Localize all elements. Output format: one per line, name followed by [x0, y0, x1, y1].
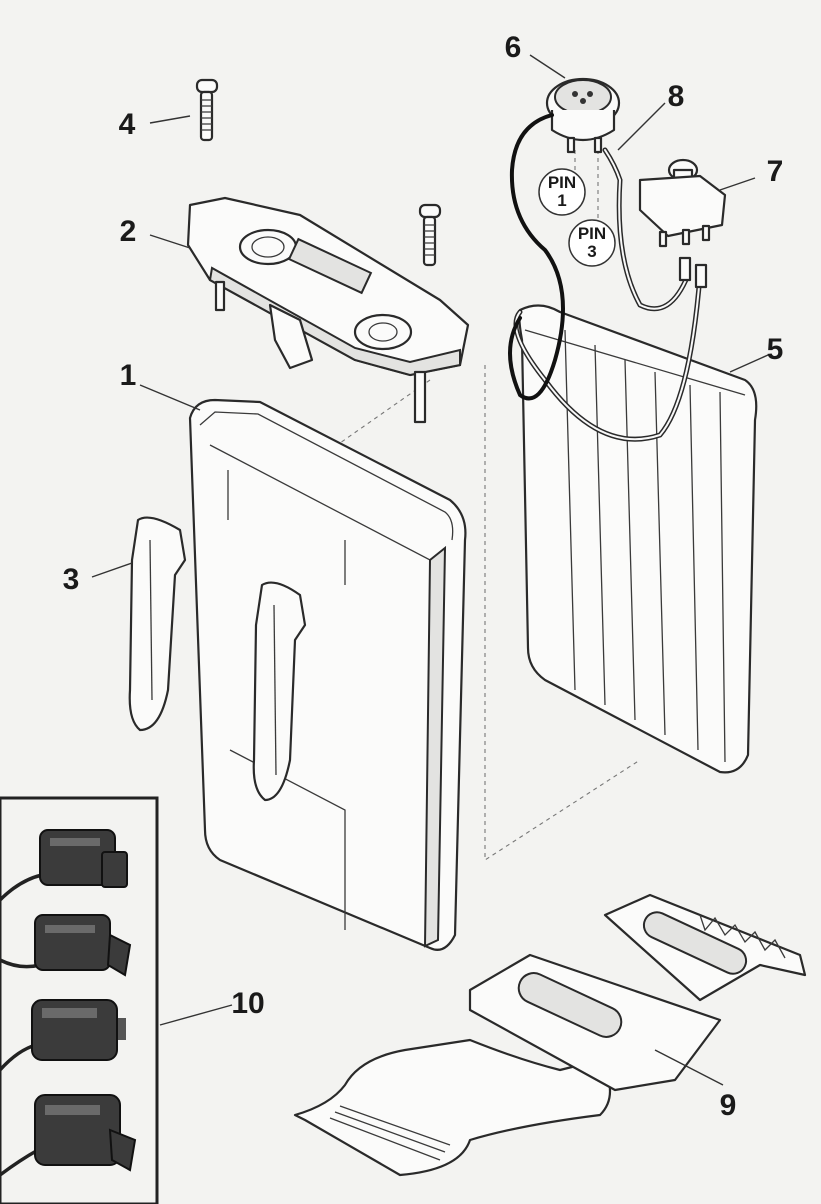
callout-7: 7: [767, 155, 784, 188]
screw-right: [418, 203, 442, 267]
charger-au-4: [0, 1094, 137, 1177]
callout-4: 4: [119, 108, 136, 141]
clip-on-housing: [252, 581, 307, 802]
callout-6: 6: [505, 31, 522, 64]
charger-us-3: [0, 999, 126, 1072]
wires-part-8: [513, 147, 708, 442]
svg-text:PIN: PIN: [578, 224, 606, 243]
callout-1: 1: [120, 359, 137, 392]
screw-part-4: [195, 78, 219, 142]
callout-9: 9: [720, 1089, 737, 1122]
callout-5: 5: [767, 333, 784, 366]
callout-2: 2: [120, 215, 137, 248]
socket-wire: [508, 113, 565, 401]
battery-part-5: [518, 304, 758, 774]
charger-uk-1: [0, 829, 128, 902]
leader-lines: [91, 54, 769, 1086]
chargers-part-10: [0, 796, 159, 1204]
pin-3-label: PIN 3: [568, 219, 616, 267]
lid-part-2: [186, 196, 470, 424]
switch-part-7: [638, 158, 727, 248]
socket-part-6: [545, 77, 621, 154]
belt-part-9: [293, 893, 807, 1177]
svg-text:3: 3: [587, 242, 596, 261]
callout-8: 8: [668, 80, 685, 113]
svg-text:1: 1: [557, 191, 566, 210]
charger-eu-2: [0, 914, 132, 977]
pin-1-label: PIN 1: [538, 168, 586, 216]
callout-3: 3: [63, 563, 80, 596]
callout-10: 10: [231, 987, 264, 1020]
clip-part-3: [128, 516, 187, 732]
housing-part-1: [188, 398, 467, 951]
svg-text:PIN: PIN: [548, 173, 576, 192]
